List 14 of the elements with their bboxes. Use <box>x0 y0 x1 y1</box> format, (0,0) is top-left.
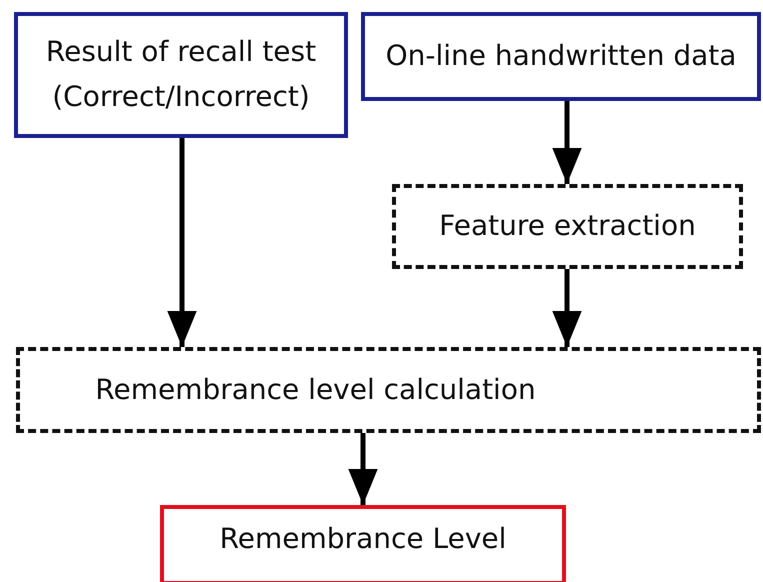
node-label: Result of recall test (Correct/Incorrect) <box>44 34 318 115</box>
node-label: Remembrance Level <box>220 520 506 557</box>
process-box <box>392 184 743 269</box>
node-label: Remembrance level calculation <box>95 372 536 408</box>
arrow <box>552 101 582 184</box>
arrow <box>167 138 197 347</box>
input-box <box>14 12 348 138</box>
output-box <box>160 505 566 582</box>
arrow <box>552 269 582 347</box>
input-box <box>361 12 761 101</box>
node-label: Feature extraction <box>439 208 696 244</box>
arrow <box>348 433 378 505</box>
process-box <box>16 347 761 433</box>
node-label: On-line handwritten data <box>386 38 736 74</box>
